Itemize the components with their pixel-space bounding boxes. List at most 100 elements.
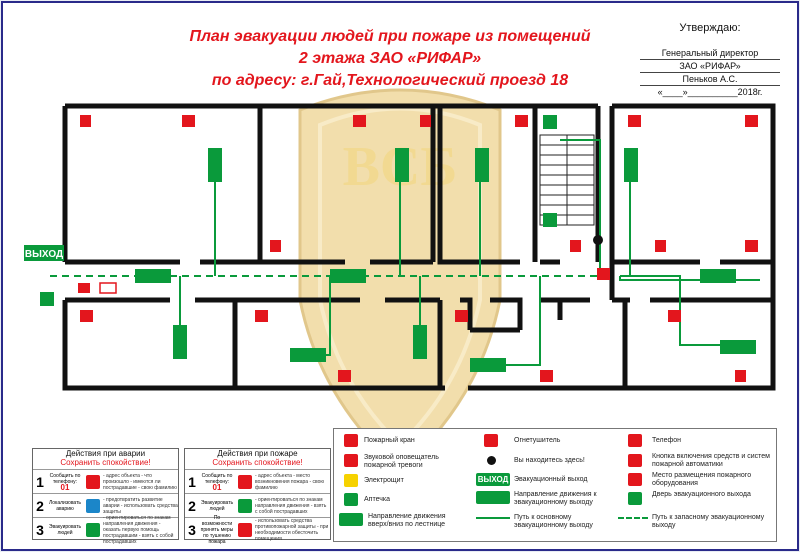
protection-icon	[86, 498, 100, 513]
emergency-step: 2 Локализовать аварию - предотвратить ра…	[33, 493, 178, 517]
fire-step: 3 По возможности принять меры по тушению…	[185, 515, 330, 545]
exit-direction-sign	[720, 340, 756, 354]
stairs-direction-icon	[339, 513, 363, 526]
exit-sign-icon: ВЫХОД	[476, 473, 510, 486]
exit-direction-sign	[470, 358, 506, 372]
exit-direction-sign	[543, 213, 557, 227]
legend-label: Телефон	[652, 437, 682, 444]
exit-icon	[86, 522, 100, 537]
extinguisher-icon	[420, 115, 431, 127]
exit-direction-sign	[413, 325, 427, 359]
emergency-step: 1 Сообщить по телефону:01 - адрес объект…	[33, 469, 178, 493]
plan-title-line-3: по адресу: г.Гай,Технологический проезд …	[211, 72, 569, 89]
phone-icons	[80, 115, 758, 382]
exit-sign-label: ВЫХОД	[25, 249, 63, 260]
alarm-siren-icon	[344, 454, 358, 467]
extinguisher-icon	[735, 370, 746, 382]
step-action: Сообщить по телефону:01	[47, 472, 83, 492]
fire-extinguisher-icons	[80, 115, 746, 382]
step-number: 2	[36, 497, 44, 514]
exit-direction-sign	[135, 269, 171, 283]
step-number: 1	[36, 473, 44, 490]
legend-label: Путь к основному эвакуационному выходу	[514, 514, 593, 529]
legend-label: Электрощит	[364, 477, 404, 484]
fire-hose-icon	[344, 434, 358, 447]
fire-hose-icon	[78, 283, 90, 293]
extinguisher-icon	[484, 434, 498, 447]
phone-icon	[515, 115, 528, 127]
building-walls	[62, 103, 776, 391]
fire-equipment-icon	[628, 473, 642, 486]
approval-block: Утверждаю: Генеральный директор ЗАО «РИФ…	[640, 22, 780, 98]
direction-signs	[135, 115, 756, 372]
reserve-route-line-icon	[618, 517, 648, 519]
step-phone-number: 01	[212, 482, 222, 492]
emergency-panel-title: Действия при аварии	[65, 449, 146, 458]
main-route-line-icon	[476, 517, 510, 519]
step-text: - ориентироваться по знакам направления …	[103, 514, 174, 545]
exit-direction-sign	[543, 115, 557, 129]
step-text: - адрес объекта - что произошло - имеютс…	[103, 472, 177, 491]
legend-label: Направление движения к эвакуационному вы…	[514, 491, 597, 506]
phone-icon	[745, 115, 758, 127]
exit-direction-sign	[290, 348, 326, 362]
phone-icon	[455, 310, 468, 322]
legend-label: Огнетушитель	[514, 437, 561, 444]
step-action: Сообщить по телефону:01	[199, 472, 235, 492]
extinguisher-icon	[270, 240, 281, 252]
exit-direction-sign	[395, 148, 409, 182]
extinguisher-icon	[80, 115, 91, 127]
step-number: 3	[36, 521, 44, 538]
phone-icon	[540, 370, 553, 382]
fire-actions-panel: Действия при пожаре Сохранить спокойстви…	[184, 448, 331, 545]
exit-direction-sign	[173, 325, 187, 359]
step-text: - использовать средства противопожарной …	[255, 517, 329, 542]
fire-panel-title: Действия при пожаре	[217, 449, 298, 458]
fire-panel-subtitle: Сохранить спокойствие!	[212, 458, 303, 467]
extinguisher-icon	[238, 522, 252, 537]
you-are-here-icon	[487, 456, 496, 465]
step-number: 3	[188, 521, 196, 538]
phone-icon	[745, 240, 758, 252]
approval-position: Генеральный директор	[640, 48, 780, 60]
phone-icon	[86, 474, 100, 489]
alarm-siren-icon	[99, 282, 117, 294]
alarm-button-icon	[597, 268, 610, 280]
approval-company: ЗАО «РИФАР»	[640, 61, 780, 73]
step-text: - ориентироваться по знакам направления …	[255, 496, 327, 515]
extinguisher-icon	[655, 240, 666, 252]
exit-door-icon	[628, 492, 642, 505]
phone-icon	[255, 310, 268, 322]
phone-icon	[628, 115, 641, 127]
exit-direction-sign	[208, 148, 222, 182]
you-are-here-marker	[593, 235, 603, 245]
step-number: 2	[188, 497, 196, 514]
plan-title: План эвакуации людей при пожаре из помещ…	[150, 26, 630, 92]
legend-label: Дверь эвакуационного выхода	[652, 491, 751, 498]
phone-icon	[182, 115, 195, 127]
phone-icon	[338, 370, 351, 382]
legend-label: Направление движения вверх/вниз по лестн…	[368, 513, 446, 528]
phone-icon	[353, 115, 366, 127]
legend: Пожарный кран Звуковой оповещатель пожар…	[333, 428, 777, 542]
fire-step: 1 Сообщить по телефону:01 - адрес объект…	[185, 469, 330, 493]
exit-direction-sign	[475, 148, 489, 182]
first-aid-icon	[344, 493, 358, 506]
step-action: Эвакуировать людей	[48, 523, 82, 536]
step-action-label: Сообщить по телефону:	[49, 472, 81, 485]
approval-name: Пеньков А.С.	[640, 74, 780, 86]
alarm-button-icon	[628, 454, 642, 467]
step-text: - предотвратить развитие аварии - исполь…	[103, 496, 178, 515]
exit-direction-sign	[700, 269, 736, 283]
exit-direction-sign	[624, 148, 638, 182]
step-action-label: Сообщить по телефону:	[201, 472, 233, 485]
legend-label: Путь к запасному эвакуационному выходу	[652, 514, 765, 529]
exit-direction-sign	[330, 269, 366, 283]
phone-icon	[628, 434, 642, 447]
legend-label: Аптечка	[364, 496, 391, 503]
phone-icon	[668, 310, 681, 322]
approval-date: «____»__________2018г.	[657, 87, 763, 97]
emergency-step: 3 Эвакуировать людей - ориентироваться п…	[33, 515, 178, 545]
step-action: По возможности принять меры по тушению п…	[200, 514, 234, 545]
step-action: Эвакуировать людей	[200, 499, 234, 512]
